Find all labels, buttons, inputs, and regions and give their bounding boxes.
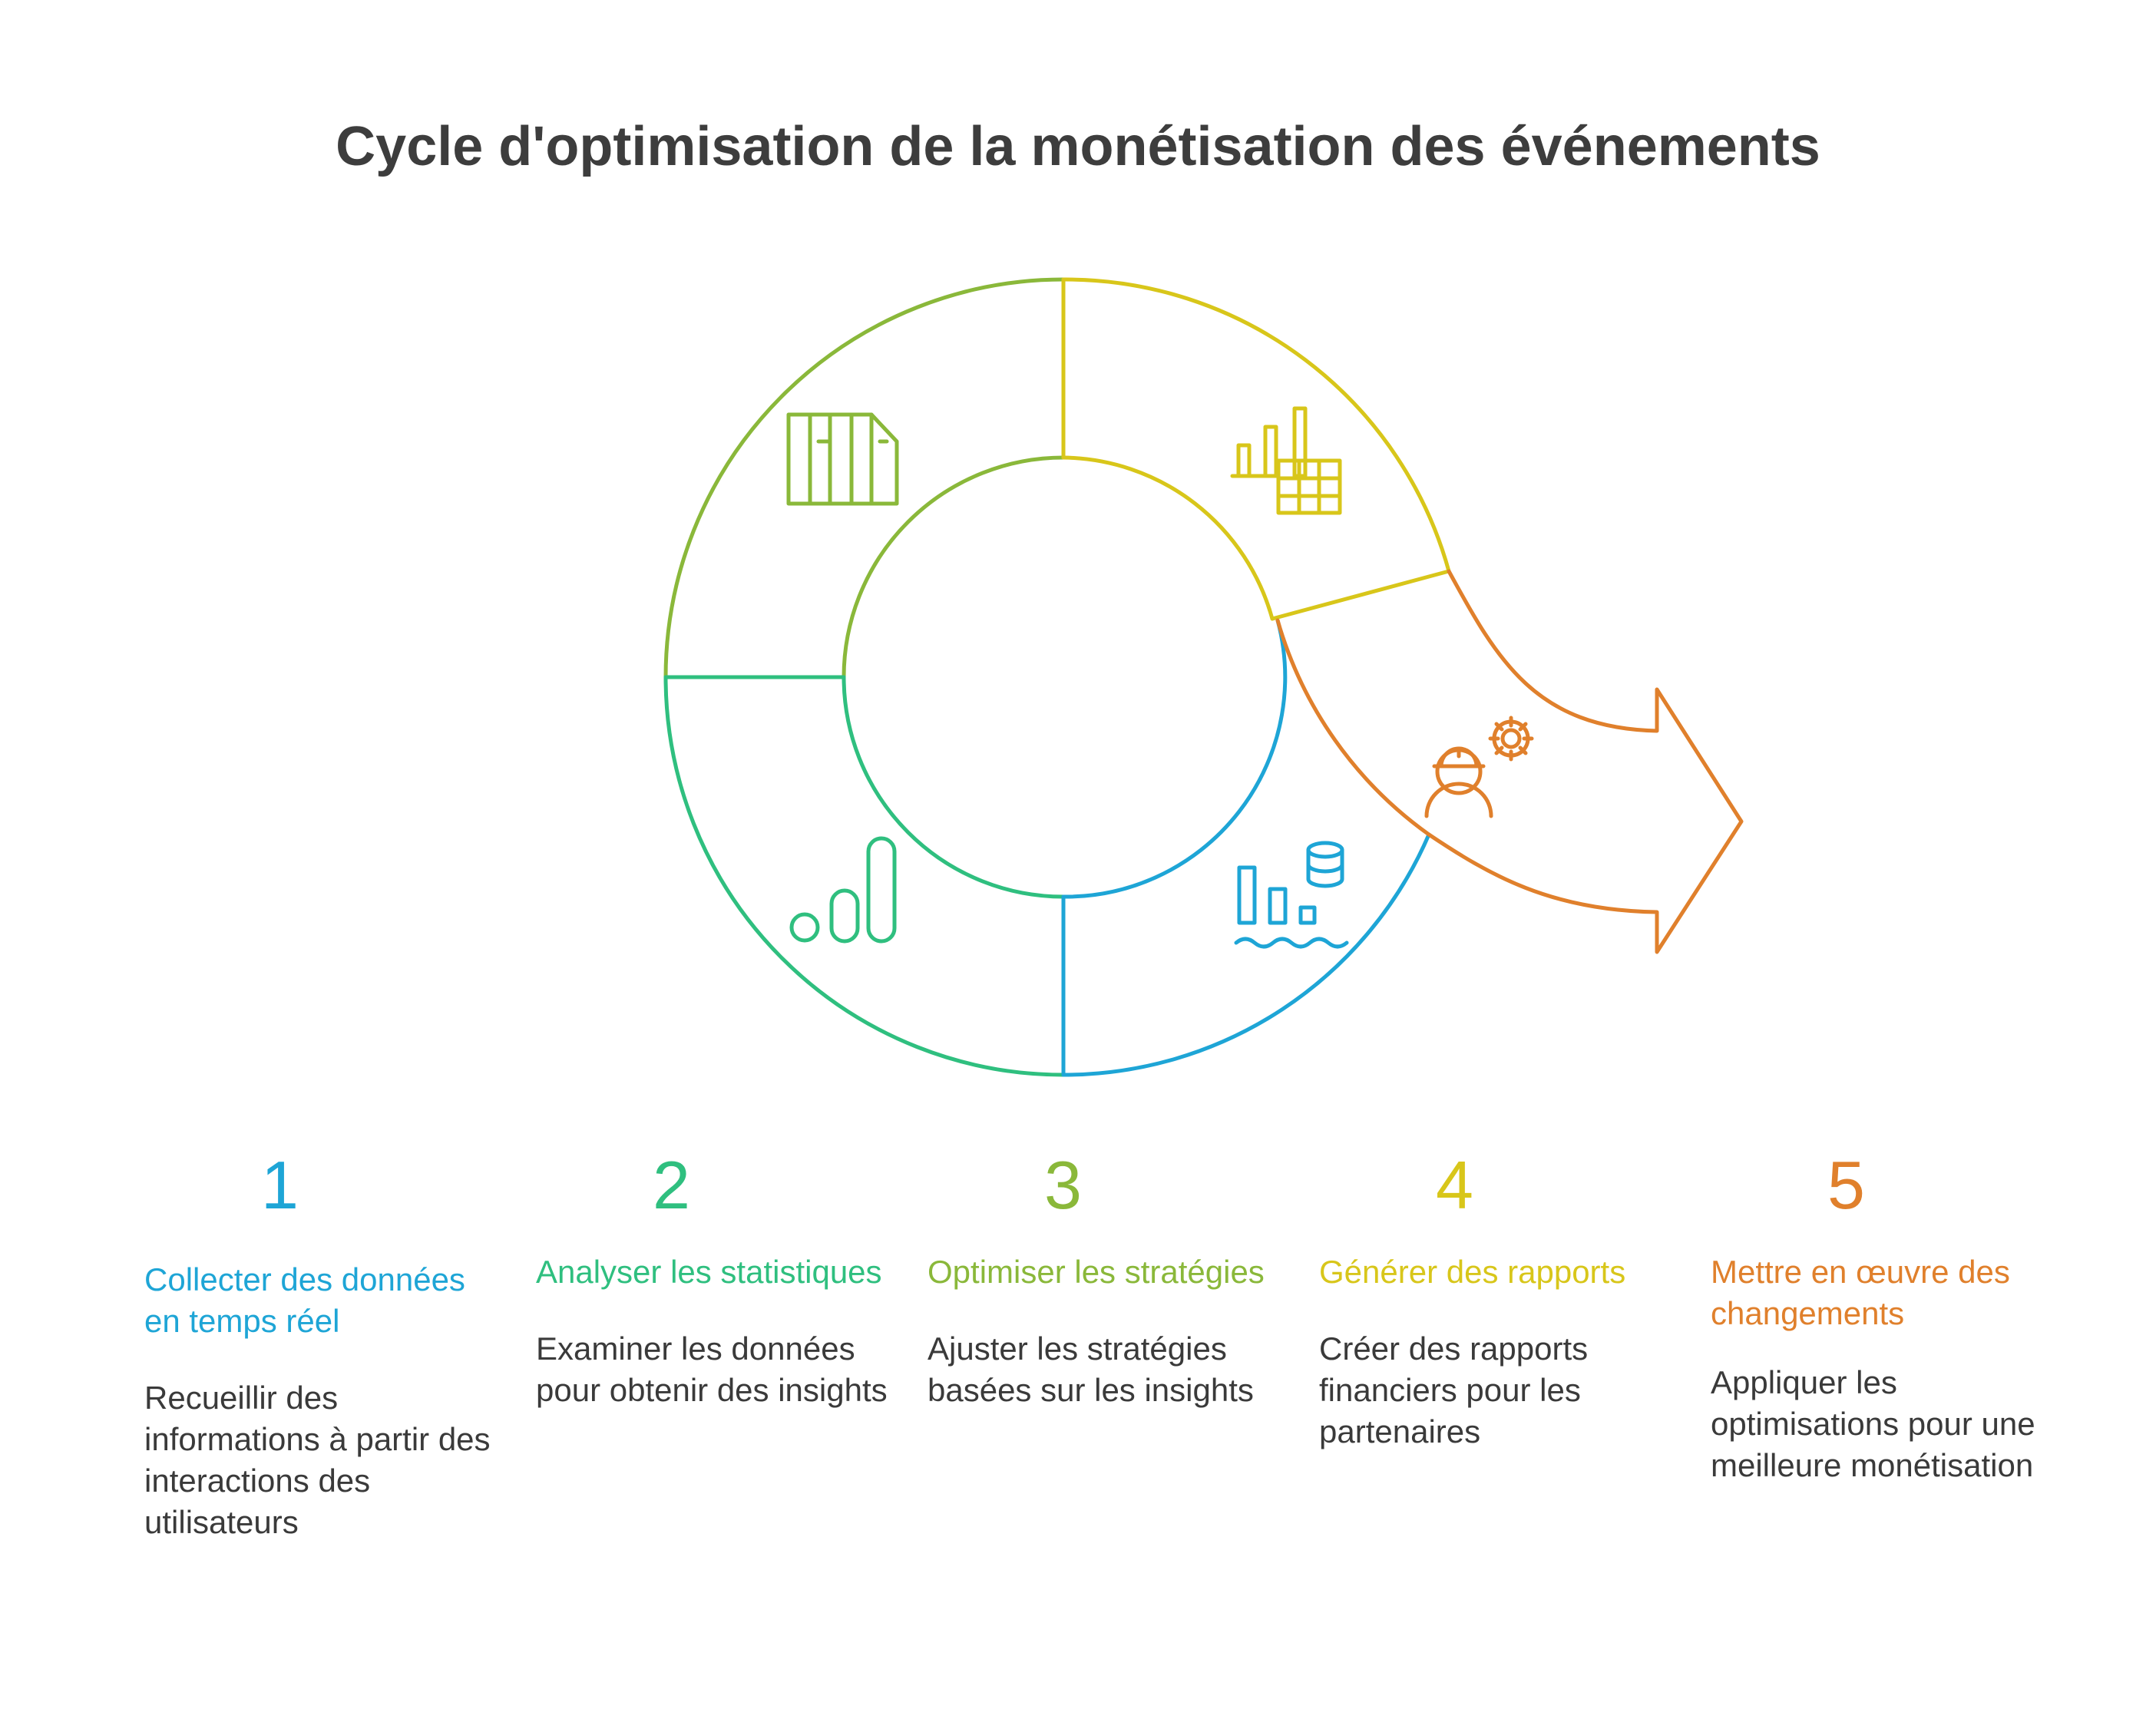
database-bar-chart-icon	[1234, 841, 1349, 949]
worker-gear-icon	[1424, 716, 1534, 818]
documents-icon	[786, 412, 899, 506]
step-number: 5	[1827, 1147, 1865, 1223]
segment-mettre-en-oeuvre	[1275, 569, 1744, 954]
segment-generer	[1061, 277, 1451, 621]
step-title: Mettre en œuvre des changements	[1711, 1254, 2010, 1331]
step-description: Ajuster les stratégies basées sur les in…	[928, 1330, 1254, 1408]
step-3: 3 Optimiser les stratégies Ajuster les s…	[928, 1152, 1281, 1411]
growth-bars-icon	[789, 836, 897, 944]
step-description: Créer des rapports financiers pour les p…	[1319, 1330, 1589, 1449]
step-title: Analyser les statistiques	[536, 1254, 882, 1290]
step-title: Collecter des données en temps réel	[144, 1261, 465, 1339]
step-4: 4 Générer des rapports Créer des rapport…	[1319, 1152, 1672, 1453]
step-5: 5 Mettre en œuvre des changements Appliq…	[1711, 1152, 2064, 1486]
segment-analyser	[663, 675, 1066, 1077]
step-title: Optimiser les stratégies	[928, 1254, 1265, 1290]
page-title: Cycle d'optimisation de la monétisation …	[336, 116, 1820, 177]
segment-collecter	[1061, 618, 1431, 1077]
step-description: Examiner les données pour obtenir des in…	[536, 1330, 888, 1408]
step-title: Générer des rapports	[1319, 1254, 1626, 1290]
step-number: 2	[653, 1147, 690, 1223]
step-1: 1 Collecter des données en temps réel Re…	[144, 1152, 498, 1543]
step-description: Recueillir des informations à partir des…	[144, 1380, 491, 1540]
step-2: 2 Analyser les statistiques Examiner les…	[536, 1152, 889, 1411]
cycle-diagram	[663, 277, 1744, 1077]
step-number: 1	[261, 1147, 299, 1223]
step-description: Appliquer les optimisations pour une mei…	[1711, 1364, 2035, 1483]
report-table-icon	[1230, 406, 1342, 515]
step-number: 4	[1436, 1147, 1473, 1223]
step-number: 3	[1044, 1147, 1082, 1223]
segment-optimiser	[663, 277, 1066, 679]
